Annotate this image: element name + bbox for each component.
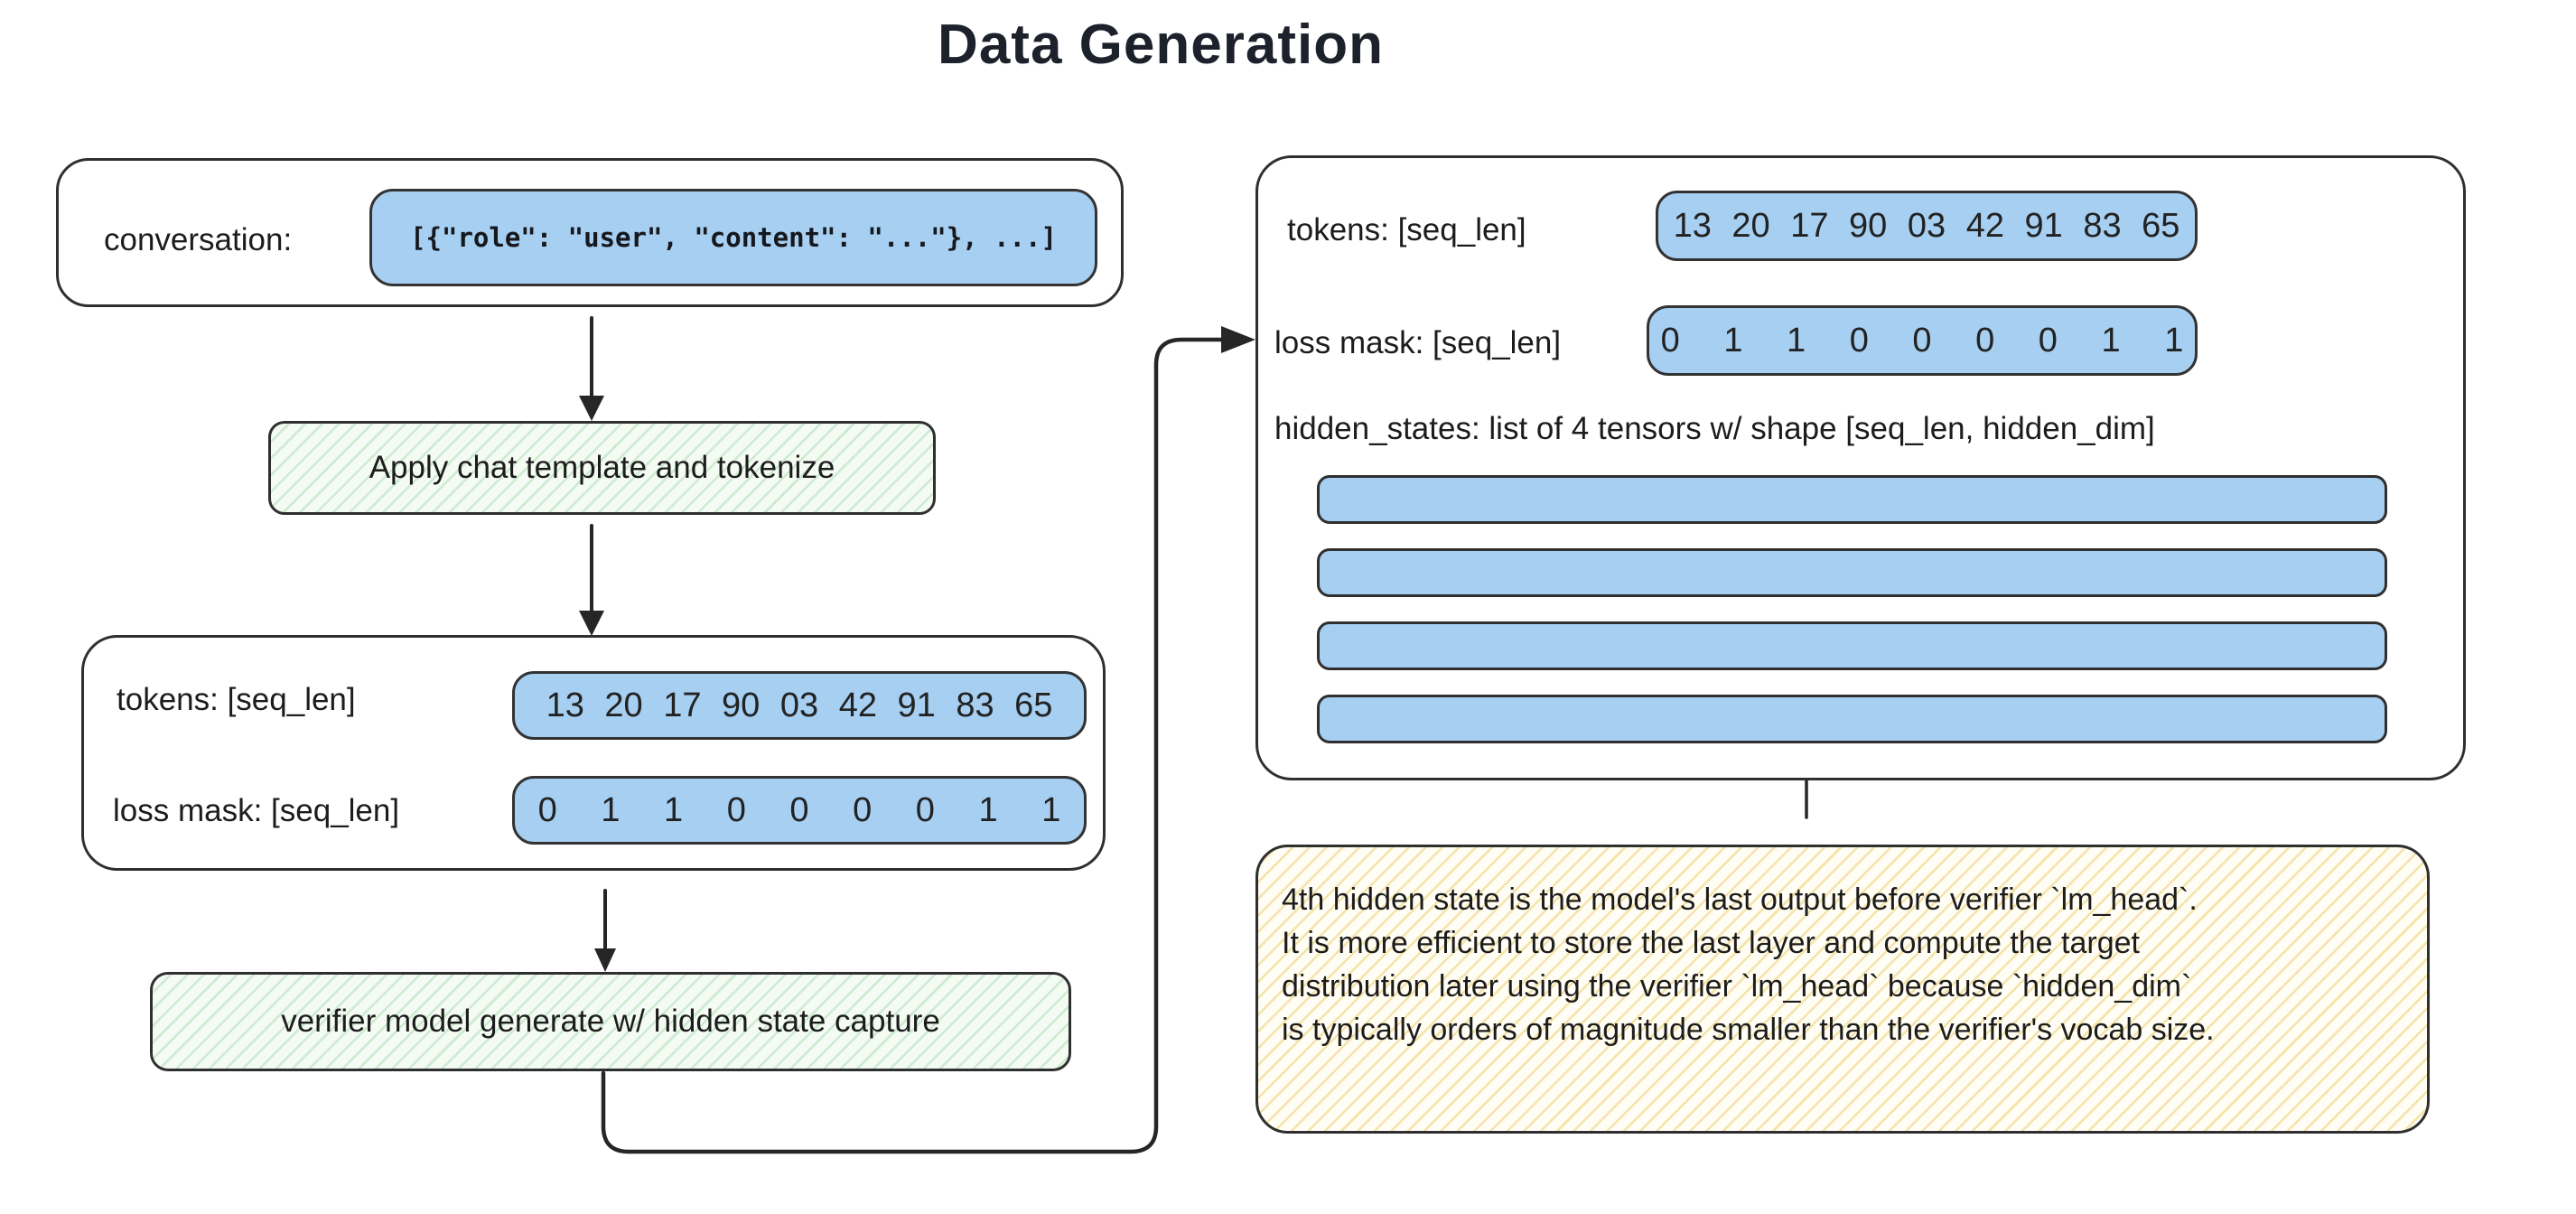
tokens-values: 13 20 17 90 03 42 91 83 65	[546, 686, 1053, 724]
hidden-state-bar	[1317, 621, 2387, 670]
note-text: 4th hidden state is the model's last out…	[1258, 847, 2427, 1051]
note-line: is typically orders of magnitude smaller…	[1282, 1013, 2215, 1047]
page-title: Data Generation	[938, 14, 1384, 76]
arrowhead-2	[579, 611, 604, 636]
hidden-state-bar	[1317, 475, 2387, 524]
hidden-state-bar	[1317, 695, 2387, 743]
loss-mask-label: loss mask: [seq_len]	[113, 793, 400, 828]
note-line: 4th hidden state is the model's last out…	[1282, 882, 2198, 917]
verifier-generate-label: verifier model generate w/ hidden state …	[281, 1004, 940, 1039]
arrowhead-3	[594, 948, 616, 972]
hidden-state-bar	[1317, 548, 2387, 597]
panel-loss-mask-label: loss mask: [seq_len]	[1274, 325, 1562, 360]
note-line: distribution later using the verifier `l…	[1282, 969, 2192, 1004]
arrowhead-1	[579, 396, 604, 421]
note-box: 4th hidden state is the model's last out…	[1255, 845, 2430, 1134]
panel-loss-mask-values-pill: 0 1 1 0 0 0 0 1 1	[1647, 305, 2198, 376]
tokens-values-pill: 13 20 17 90 03 42 91 83 65	[512, 671, 1087, 740]
verifier-generate-box: verifier model generate w/ hidden state …	[150, 972, 1071, 1071]
loss-mask-values: 0 1 1 0 0 0 0 1 1	[537, 790, 1061, 829]
panel-loss-mask-values: 0 1 1 0 0 0 0 1 1	[1660, 321, 2184, 360]
tokens-label: tokens: [seq_len]	[117, 682, 356, 717]
conversation-value: [{"role": "user", "content": "..."}, ...…	[410, 222, 1057, 253]
conversation-label: conversation:	[104, 222, 293, 257]
hidden-states-list	[1317, 475, 2387, 768]
hidden-states-label: hidden_states: list of 4 tensors w/ shap…	[1274, 411, 2155, 446]
conversation-value-pill: [{"role": "user", "content": "..."}, ...…	[369, 189, 1097, 286]
arrowhead-into-panel	[1221, 326, 1255, 353]
panel-tokens-label: tokens: [seq_len]	[1287, 212, 1526, 247]
apply-chat-template-label: Apply chat template and tokenize	[369, 450, 835, 485]
right-output-panel: tokens: [seq_len] 13 20 17 90 03 42 91 8…	[1255, 155, 2466, 780]
panel-tokens-values: 13 20 17 90 03 42 91 83 65	[1673, 206, 2180, 245]
loss-mask-values-pill: 0 1 1 0 0 0 0 1 1	[512, 776, 1087, 845]
apply-chat-template-box: Apply chat template and tokenize	[268, 421, 936, 515]
panel-tokens-values-pill: 13 20 17 90 03 42 91 83 65	[1656, 191, 2198, 261]
conversation-box: conversation: [{"role": "user", "content…	[56, 158, 1124, 307]
note-line: It is more efficient to store the last l…	[1282, 926, 2140, 960]
left-tokens-box: tokens: [seq_len] 13 20 17 90 03 42 91 8…	[81, 635, 1106, 871]
